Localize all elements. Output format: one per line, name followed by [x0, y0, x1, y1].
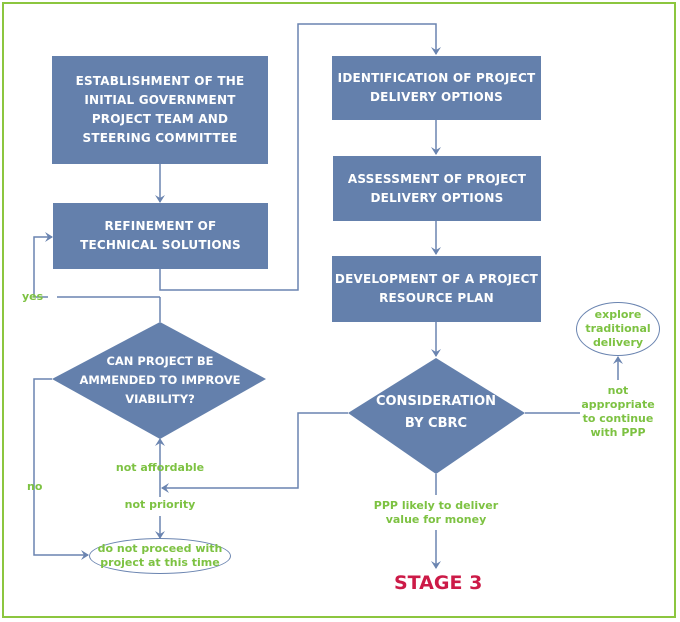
arrow-no-to-do-not-proceed	[33, 378, 89, 560]
arrow-yes-to-refinement	[33, 232, 53, 298]
box-establishment: ESTABLISHMENT OF THE INITIAL GOVERNMENT …	[52, 56, 268, 164]
decision-amend: CAN PROJECT BE AMMENDED TO IMPROVE VIABI…	[79, 353, 241, 406]
decision-cbrc: CONSIDERATION BY CBRC	[375, 394, 497, 431]
box-identification: IDENTIFICATION OF PROJECT DELIVERY OPTIO…	[332, 56, 541, 120]
terminal-explore-traditional: explore traditional delivery	[576, 302, 660, 356]
box-development: DEVELOPMENT OF A PROJECT RESOURCE PLAN	[332, 256, 541, 322]
decision-amend-shape	[52, 322, 266, 439]
label-not-affordable: not affordable	[115, 461, 205, 474]
label-no: no	[27, 480, 43, 493]
terminal-do-not-proceed: do not proceed with project at this time	[89, 538, 231, 574]
decision-cbrc-shape	[348, 358, 525, 474]
arrow-cbrc-to-left	[161, 412, 348, 493]
label-ppp-vfm: PPP likely to deliver value for money	[373, 499, 499, 526]
label-yes: yes	[22, 290, 44, 303]
label-not-appropriate: not appropriate to continue with PPP	[581, 384, 655, 439]
box-refinement: REFINEMENT OF TECHNICAL SOLUTIONS	[53, 203, 268, 269]
box-assessment: ASSESSMENT OF PROJECT DELIVERY OPTIONS	[333, 156, 541, 221]
label-not-priority: not priority	[124, 498, 196, 511]
stage-3-label: STAGE 3	[394, 572, 483, 594]
arrow-refinement-to-identification	[159, 23, 441, 291]
